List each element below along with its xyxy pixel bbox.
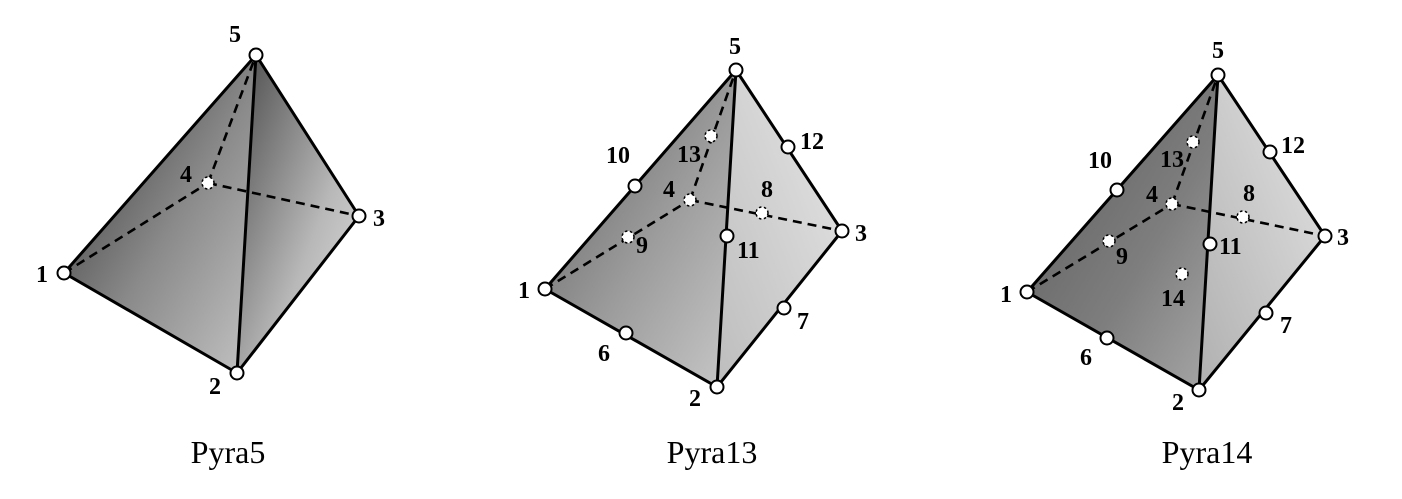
node-4: [201, 176, 215, 190]
label-node-13: 13: [1160, 147, 1184, 173]
label-node-5: 5: [729, 34, 741, 60]
node-5: [248, 47, 264, 63]
label-node-7: 7: [797, 309, 809, 335]
label-node-11: 11: [1219, 234, 1242, 260]
label-node-13: 13: [677, 142, 701, 168]
label-node-2: 2: [209, 374, 221, 400]
node-5: [728, 62, 744, 78]
hidden-edge-1-4: [544, 198, 691, 291]
label-node-2: 2: [689, 386, 701, 412]
label-node-1: 1: [518, 278, 530, 304]
node-2: [1191, 382, 1207, 398]
caption-pyra14: Pyra14: [1162, 434, 1253, 470]
panel-pyra14: 1 2 3 4 5 6 7 8 9 10 11 12 13 14 Pyra14: [1000, 38, 1349, 470]
node-1: [537, 281, 553, 297]
label-node-3: 3: [373, 206, 385, 232]
edge-1-2: [62, 271, 239, 375]
node-11: [719, 228, 735, 244]
label-node-1: 1: [36, 262, 48, 288]
face-left: [1027, 75, 1218, 390]
node-3: [834, 223, 850, 239]
node-2: [709, 379, 725, 395]
node-11: [1202, 236, 1218, 252]
label-node-2: 2: [1172, 390, 1184, 416]
node-10: [627, 178, 643, 194]
label-node-6: 6: [598, 341, 610, 367]
node-12: [1262, 144, 1278, 160]
edge-5-3: [254, 53, 361, 218]
node-8: [755, 206, 769, 220]
hidden-edge-4-3: [1171, 202, 1326, 238]
node-12: [780, 139, 796, 155]
hidden-edge-1-4: [1026, 202, 1173, 294]
face-right: [1199, 75, 1325, 390]
label-node-7: 7: [1280, 313, 1292, 339]
node-9: [621, 230, 635, 244]
edge-5-2: [235, 53, 258, 375]
edge-1-5: [62, 53, 258, 275]
label-node-11: 11: [737, 238, 760, 264]
node-4: [683, 193, 697, 207]
edge-5-2: [1197, 73, 1220, 392]
edge-2-3: [235, 214, 361, 375]
hidden-edge-1-4: [63, 181, 209, 275]
label-node-5: 5: [229, 22, 241, 48]
edge-1-5: [1025, 73, 1220, 294]
label-node-14: 14: [1161, 286, 1185, 312]
node-13: [704, 129, 718, 143]
label-node-8: 8: [1243, 181, 1255, 207]
label-node-12: 12: [800, 129, 824, 155]
label-node-4: 4: [180, 162, 192, 188]
node-4: [1165, 197, 1179, 211]
label-node-3: 3: [1337, 225, 1349, 251]
caption-pyra5: Pyra5: [191, 434, 266, 470]
node-8: [1236, 210, 1250, 224]
node-6: [1099, 330, 1115, 346]
node-3: [1317, 228, 1333, 244]
label-node-8: 8: [761, 177, 773, 203]
node-10: [1109, 182, 1125, 198]
edge-1-5: [543, 68, 738, 291]
label-node-12: 12: [1281, 133, 1305, 159]
node-13: [1186, 135, 1200, 149]
node-7: [1258, 305, 1274, 321]
face-right: [237, 55, 359, 373]
label-node-6: 6: [1080, 345, 1092, 371]
panel-pyra5: 1 2 3 4 5 Pyra5: [36, 22, 385, 470]
node-2: [229, 365, 245, 381]
label-node-10: 10: [1088, 148, 1112, 174]
label-node-10: 10: [606, 143, 630, 169]
node-1: [56, 265, 72, 281]
face-right: [717, 70, 842, 387]
edge-5-2: [715, 68, 738, 389]
node-1: [1019, 284, 1035, 300]
label-node-9: 9: [1116, 244, 1128, 270]
label-node-1: 1: [1000, 282, 1012, 308]
hidden-edge-4-5: [206, 54, 258, 184]
face-left: [545, 70, 736, 387]
node-3: [351, 208, 367, 224]
node-7: [776, 300, 792, 316]
node-5: [1210, 67, 1226, 83]
hidden-edge-4-3: [207, 181, 360, 218]
label-node-4: 4: [1146, 182, 1158, 208]
panel-pyra13: 1 2 3 4 5 6 7 8 9 10 11 12 13 Pyra13: [518, 34, 867, 470]
node-9: [1102, 234, 1116, 248]
label-node-4: 4: [663, 177, 675, 203]
node-6: [618, 325, 634, 341]
caption-pyra13: Pyra13: [667, 434, 758, 470]
label-node-9: 9: [636, 233, 648, 259]
label-node-3: 3: [855, 221, 867, 247]
label-node-5: 5: [1212, 38, 1224, 64]
node-14: [1175, 267, 1189, 281]
